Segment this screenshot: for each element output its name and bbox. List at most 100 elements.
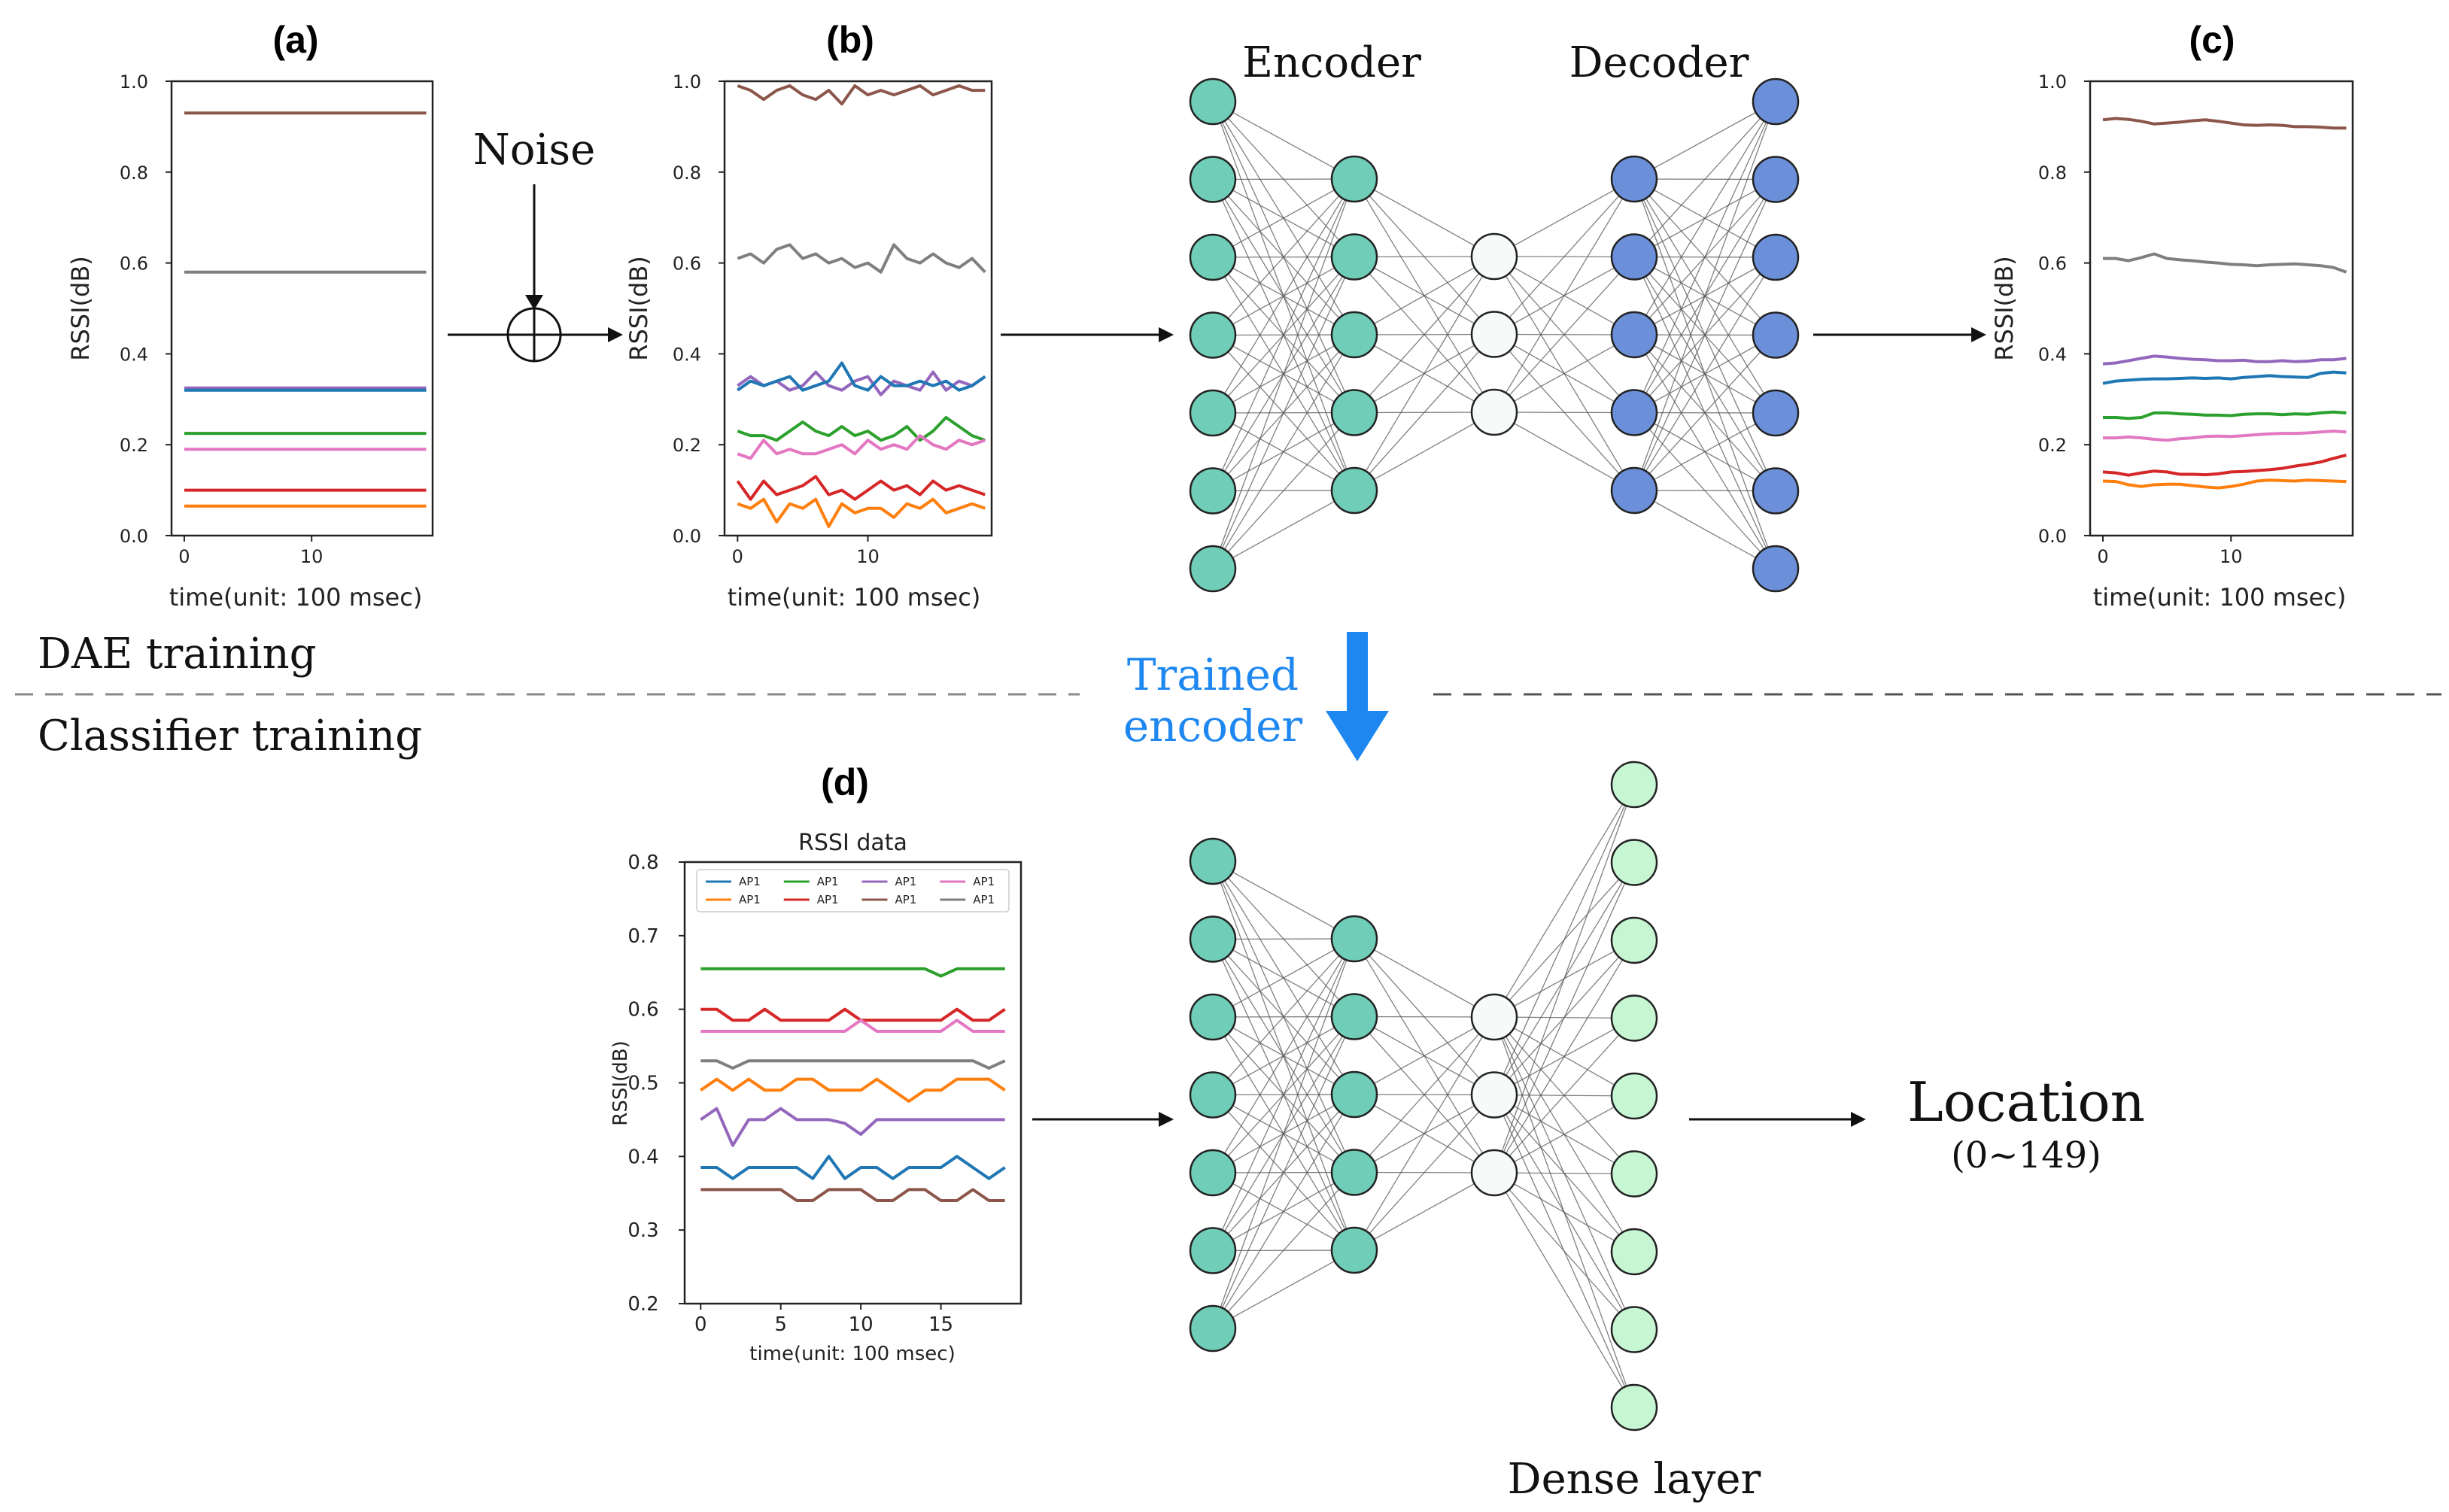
chart-b-series-brown [737, 84, 986, 106]
network-connection [1633, 490, 1776, 492]
chart-c-series-blue [2102, 370, 2347, 385]
classifier-latent-node [1470, 1149, 1518, 1197]
classifier-input-node [1189, 837, 1237, 885]
chart-d-legend-label: AP1 [895, 875, 917, 888]
chart-c-ytick-label: 0.6 [2038, 254, 2067, 275]
location-label: Location [1907, 1070, 2145, 1134]
dense-layer-node [1610, 839, 1658, 886]
chart-d-legend-label: AP1 [973, 875, 995, 888]
arrow-a-to-b-head [608, 327, 623, 342]
network-connection [1212, 178, 1355, 258]
decoder-output-node [1752, 545, 1800, 593]
decoder-output-node [1752, 156, 1800, 203]
decoder-hidden-node [1610, 466, 1658, 515]
chart-d-legend-label: AP1 [895, 893, 917, 906]
network-connection [1493, 862, 1635, 1173]
arrow-d-to-classifier-head [1159, 1112, 1174, 1127]
chart-c-series-brown [2102, 117, 2347, 130]
dae-network-nodes [1189, 77, 1800, 593]
dae-network [1189, 77, 1800, 593]
latent-node [1470, 232, 1518, 281]
chart-d-legend-label: AP1 [817, 875, 839, 888]
panel-c-label: (c) [2189, 19, 2235, 61]
chart-d-xlabel: time(unit: 100 msec) [749, 1343, 955, 1365]
network-connection [1212, 101, 1355, 180]
dense-layer-node [1610, 916, 1658, 964]
network-connection [1493, 178, 1635, 257]
encoder-hidden-node [1330, 311, 1378, 359]
network-connection [1212, 861, 1355, 940]
decoder-output-node [1752, 233, 1800, 281]
network-connection [1354, 256, 1495, 335]
chart-d-legend-label: AP1 [739, 893, 761, 906]
network-connection [1354, 1016, 1495, 1173]
network-connection [1212, 938, 1355, 1329]
chart-c-xtick-label: 10 [2220, 546, 2243, 567]
chart-b-ylabel: RSSI(dB) [624, 256, 653, 361]
network-connection [1212, 412, 1355, 569]
chart-d-series-red [700, 1007, 1006, 1022]
chart-b-ytick-label: 0.8 [673, 162, 701, 184]
chart-a-xtick-label: 0 [178, 546, 190, 567]
chart-d-xtick-label: 10 [849, 1313, 874, 1336]
network-connection [1212, 938, 1355, 1018]
chart-c-xtick-label: 0 [2097, 546, 2108, 567]
arrow-dense-to-location-head [1851, 1112, 1866, 1127]
classifier-network [1189, 761, 1658, 1432]
classifier-hidden-node [1330, 1226, 1378, 1274]
network-connection [1212, 178, 1355, 181]
chart-d-ytick-label: 0.2 [627, 1293, 658, 1316]
classifier-input-node [1189, 993, 1237, 1041]
dae-training-label: DAE training [38, 630, 316, 679]
dense-layer-node [1610, 1306, 1658, 1353]
chart-b-xlabel: time(unit: 100 msec) [728, 583, 981, 612]
network-connection [1212, 938, 1355, 940]
network-connection [1212, 178, 1355, 335]
network-connection [1493, 1172, 1635, 1330]
latent-node [1470, 311, 1518, 358]
latent-node [1470, 388, 1518, 436]
network-connection [1354, 1016, 1495, 1095]
chart-a-ytick-label: 0.2 [120, 435, 148, 456]
network-connection [1493, 1172, 1635, 1408]
chart-d-ytick-label: 0.7 [627, 925, 658, 948]
chart-a-ytick-label: 0.8 [120, 162, 148, 184]
network-connection [1354, 178, 1495, 257]
network-connection [1633, 101, 1776, 491]
chart-c-series-green [2103, 410, 2347, 421]
chart-d-ytick-label: 0.3 [627, 1219, 658, 1242]
dense-layer-label: Dense layer [1508, 1455, 1761, 1504]
network-connection [1633, 412, 1776, 491]
network-connection [1493, 334, 1635, 413]
network-connection [1493, 784, 1635, 1018]
network-connection [1212, 938, 1355, 1251]
chart-c-series-gray [2103, 252, 2347, 274]
network-connection [1493, 411, 1635, 491]
encoder-input-node [1189, 467, 1237, 515]
decoder-output-node [1752, 311, 1800, 359]
chart-c-ytick-label: 0.4 [2038, 344, 2067, 365]
decoder-label: Decoder [1569, 38, 1749, 87]
classifier-training-label: Classifier training [38, 712, 422, 761]
arrow-b-to-encoder-head [1159, 327, 1174, 342]
classifier-latent-node [1470, 993, 1518, 1041]
network-connection [1633, 101, 1776, 257]
chart-c-ytick-label: 0.2 [2038, 435, 2067, 456]
decoder-hidden-node [1610, 155, 1658, 203]
decoder-output-node [1752, 77, 1800, 126]
chart-d-series-green [700, 967, 1005, 978]
network-connection [1354, 411, 1495, 491]
chart-b-series-green [737, 416, 986, 442]
network-connection [1493, 940, 1635, 1173]
network-connection [1493, 784, 1635, 1173]
classifier-hidden-node [1330, 1149, 1378, 1196]
encoder-input-node [1189, 545, 1237, 593]
chart-d-series-purple [700, 1107, 1005, 1147]
chart-d-xtick-label: 5 [774, 1313, 787, 1336]
classifier-input-node [1189, 1149, 1237, 1197]
chart-b-series-orange [737, 497, 986, 528]
chart-d-legend-label: AP1 [973, 893, 995, 906]
chart-a-xlabel: time(unit: 100 msec) [169, 583, 423, 612]
